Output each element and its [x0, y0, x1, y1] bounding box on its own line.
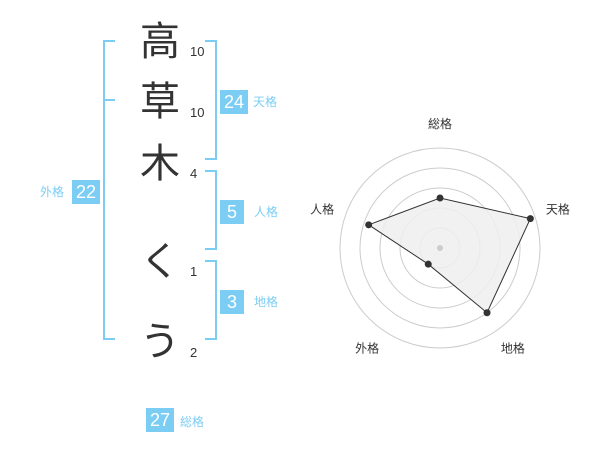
- tenkaku-label: 天格: [253, 95, 278, 109]
- stroke-count-5: 2: [190, 345, 198, 360]
- name-char-5: う: [140, 319, 180, 365]
- gaikaku-label: 外格: [40, 185, 65, 199]
- radar-point-5: [365, 221, 373, 229]
- name-char-1: 高: [140, 19, 180, 65]
- soukaku-label: 総格: [180, 415, 205, 429]
- radar-rings: [339, 147, 541, 349]
- radar-point-1: [436, 194, 444, 202]
- radar-center: [437, 245, 443, 251]
- chikaku-label: 地格: [254, 295, 279, 309]
- name-char-4: く: [140, 239, 180, 285]
- radar-ring: [359, 167, 521, 329]
- radar-axis-label-2: 天格: [546, 202, 570, 217]
- jinkaku-label: 人格: [254, 205, 279, 219]
- radar-axis-label-5: 人格: [310, 202, 334, 217]
- gaikaku-bracket-tick: [103, 99, 115, 101]
- radar-point-4: [424, 260, 432, 268]
- chikaku-bracket: [205, 260, 217, 340]
- tenkaku-bracket: [205, 40, 217, 160]
- gaikaku-badge: 22: [72, 180, 100, 204]
- soukaku-badge: 27: [146, 408, 174, 432]
- stroke-count-1: 10: [190, 44, 205, 59]
- jinkaku-bracket: [205, 170, 217, 250]
- radar-points: [365, 194, 534, 317]
- radar-point-3: [483, 309, 491, 317]
- radar-ring: [339, 147, 541, 349]
- radar-point-2: [526, 215, 534, 223]
- radar-axis-label-4: 外格: [355, 340, 379, 355]
- radar-axis-label-3: 地格: [501, 340, 525, 355]
- jinkaku-badge: 5: [220, 200, 244, 224]
- name-char-2: 草: [140, 79, 180, 125]
- tenkaku-badge: 24: [220, 90, 248, 114]
- stroke-count-3: 4: [190, 166, 198, 181]
- name-char-3: 木: [140, 141, 180, 187]
- stroke-count-2: 10: [190, 105, 205, 120]
- stroke-count-4: 1: [190, 264, 198, 279]
- radar-area: [367, 197, 532, 314]
- chikaku-badge: 3: [220, 290, 244, 314]
- gaikaku-bracket: [103, 40, 115, 340]
- radar-axis-label-1: 総格: [428, 116, 452, 131]
